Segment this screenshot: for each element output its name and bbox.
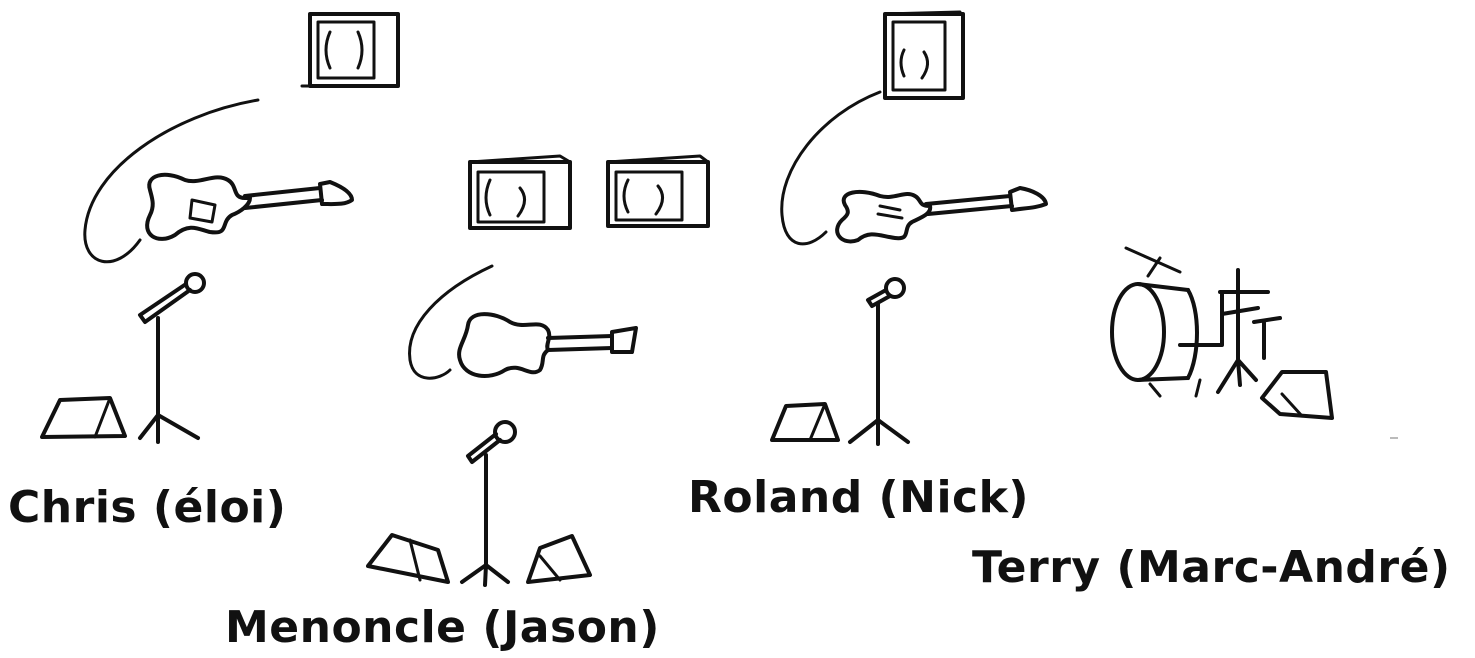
menoncle-monitor-wedge-icon — [366, 533, 450, 584]
roland-amp-icon — [883, 10, 965, 100]
terry-drum-kit-icon — [1110, 246, 1282, 398]
menoncle-name-label: Menoncle (Jason) — [225, 602, 660, 653]
menoncle-microphone-stand-icon — [460, 420, 517, 587]
roland-electric-guitar-icon — [835, 186, 1048, 244]
menoncle-monitor-wedge-icon-2 — [526, 534, 592, 584]
chris-name-label: Chris (éloi) — [8, 482, 287, 533]
menoncle-hollow-body-guitar-icon — [457, 312, 638, 378]
terry-name-label: Terry (Marc-André) — [972, 542, 1451, 593]
roland-monitor-wedge-icon — [770, 402, 840, 442]
menoncle-guitar-cable — [408, 264, 494, 380]
chris-electric-guitar-icon — [145, 172, 354, 241]
terry-monitor-wedge-icon — [1260, 370, 1334, 420]
chris-amp-icon — [300, 12, 400, 88]
roland-guitar-cable — [780, 90, 882, 246]
menoncle-amp-icon-2 — [606, 154, 710, 228]
chris-guitar-cable — [83, 98, 260, 264]
menoncle-amp-icon — [468, 154, 572, 230]
roland-name-label: Roland (Nick) — [688, 472, 1029, 523]
chris-monitor-wedge-icon — [40, 396, 127, 439]
chris-microphone-stand-icon — [138, 272, 206, 444]
roland-microphone-stand-icon — [848, 277, 910, 446]
